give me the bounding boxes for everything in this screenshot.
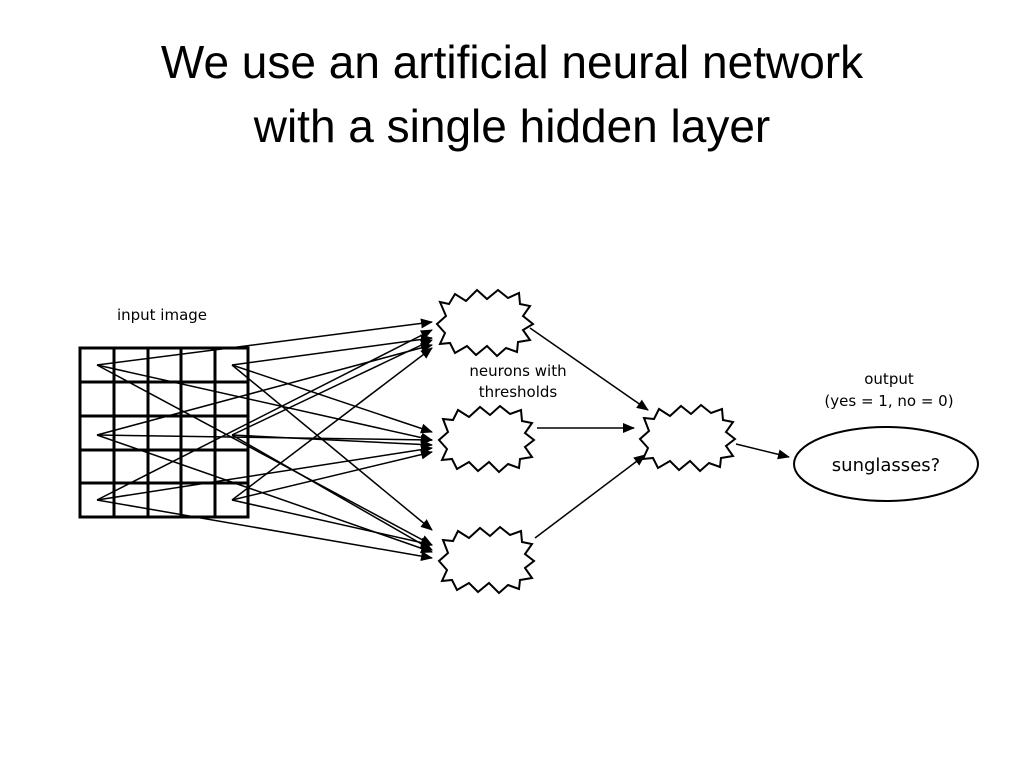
- output-value: sunglasses?: [832, 455, 940, 476]
- title-line-2: with a single hidden layer: [253, 100, 771, 152]
- output-label-line-1: output: [864, 370, 914, 388]
- slide-title: We use an artificial neural network with…: [0, 30, 1024, 158]
- hidden-to-output-connections: [529, 327, 649, 539]
- connection-arrow: [96, 364, 433, 443]
- hidden-neuron-top: [435, 288, 535, 358]
- hidden-neuron-bottom: [437, 525, 536, 595]
- output-label-line-2: (yes = 1, no = 0): [824, 392, 953, 410]
- connection-arrow: [96, 318, 433, 366]
- connection-arrow: [231, 334, 433, 366]
- output-ellipse: [793, 426, 979, 502]
- connection-arrow: [231, 434, 433, 551]
- input-image-label: input image: [117, 306, 207, 324]
- connection-arrow: [534, 454, 646, 539]
- connection-arrow: [231, 347, 433, 501]
- connection-arrow: [96, 343, 433, 436]
- output-arrow: [735, 443, 790, 460]
- connection-arrow: [529, 327, 649, 411]
- grid-border: [78, 346, 250, 519]
- hidden-neuron-middle: [437, 404, 536, 474]
- input-image-grid: [78, 346, 250, 519]
- input-to-hidden-connections: [96, 318, 433, 562]
- connection-arrow: [231, 499, 433, 548]
- connection-arrow: [231, 449, 433, 501]
- connection-arrow: [96, 364, 433, 546]
- connection-arrow: [96, 434, 433, 445]
- title-line-1: We use an artificial neural network: [160, 36, 864, 88]
- connection-arrow: [96, 499, 433, 562]
- hidden-layer-label-line-2: thresholds: [479, 383, 558, 401]
- connection-arrow: [231, 364, 433, 531]
- connection-arrow: [231, 364, 433, 434]
- connection-arrow: [96, 444, 433, 501]
- hidden-layer-label-line-1: neurons with: [469, 362, 566, 380]
- connection-arrow: [231, 434, 433, 450]
- output-neuron: [638, 403, 737, 473]
- connection-arrow: [231, 339, 433, 436]
- connection-arrow: [96, 329, 433, 501]
- hidden-layer: [435, 288, 536, 595]
